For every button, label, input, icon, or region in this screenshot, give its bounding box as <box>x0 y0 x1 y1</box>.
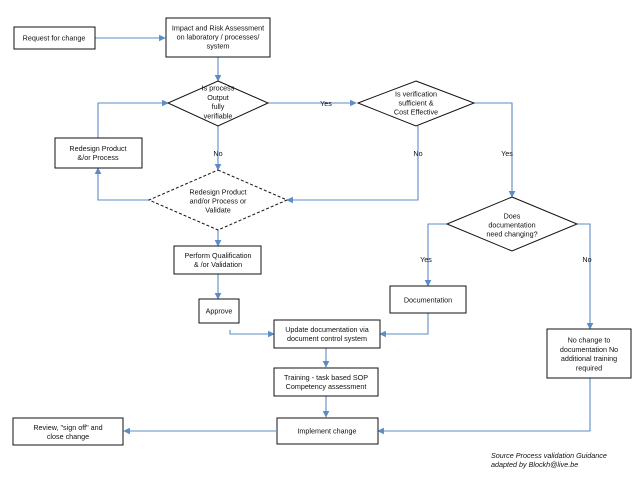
edge-label-yes-doc-change: Yes <box>420 255 432 264</box>
edge-label-no-doc-change: No <box>582 255 591 264</box>
edge-documentation-to-update-doc <box>379 313 429 338</box>
edge-verification-yes-to-doc-change <box>474 102 516 198</box>
node-text-line: Output <box>207 93 229 102</box>
node-text-line: on laboratory / processes/ <box>177 33 260 42</box>
edge-label-no-verification: No <box>413 149 422 158</box>
node-text-line: Cost Effective <box>394 108 438 117</box>
node-text-line: Validate <box>205 206 230 215</box>
node-perform-qualification: Perform Qualification& /or Validation <box>173 245 262 275</box>
node-text: Documentation <box>404 296 452 305</box>
node-text-line: Training - task based SOP <box>284 373 368 382</box>
node-request-for-change: Request for change <box>13 26 96 50</box>
node-text-line: Competency assessment <box>286 382 367 391</box>
edge-verification-no-to-redesign-diamond <box>286 126 419 204</box>
node-text-line: No change to <box>568 336 611 345</box>
edge-approve-to-update-doc <box>229 330 275 338</box>
node-text-line: verifiable <box>204 111 233 120</box>
node-text-line: document control system <box>287 334 367 343</box>
node-text-line: Does <box>504 211 521 220</box>
node-text-line: Source Process validation Guidance <box>491 451 607 460</box>
node-text-line: need changing? <box>486 230 537 239</box>
node-text: Implement change <box>297 427 356 436</box>
node-text-line: sufficient & <box>398 99 433 108</box>
node-text-line: adapted by Blockh@live.be <box>491 460 578 469</box>
edge-label-no-output-verifiable: No <box>213 149 222 158</box>
node-text-line: additional training <box>561 354 617 363</box>
edge-doc-change-no-to-no-change <box>577 223 594 330</box>
edge-redesign-diamond-to-redesign-box <box>94 167 150 201</box>
node-text-line: and/or Process or <box>190 197 247 206</box>
node-text-line: & /or Validation <box>194 260 242 269</box>
node-text-line: Request for change <box>23 34 86 43</box>
node-text-line: Approve <box>206 307 233 316</box>
node-text-line: fully <box>212 102 225 111</box>
node-text-line: Review, "sign off" and <box>33 423 102 432</box>
node-redesign-product: Redesign Product&/or Process <box>54 137 143 169</box>
node-documentation: Documentation <box>389 285 467 314</box>
node-text-line: Is verification <box>395 89 437 98</box>
node-text-line: close change <box>47 432 89 441</box>
node-text-line: Impact and Risk Assessment <box>172 23 264 32</box>
edge-label-yes-output-verifiable: Yes <box>320 99 332 108</box>
edge-no-change-to-implement <box>377 378 591 435</box>
edge-label-yes-verification: Yes <box>501 149 513 158</box>
node-text: Approve <box>206 307 233 316</box>
node-text: Redesign Product&/or Process <box>69 144 126 162</box>
edge-redesign-box-to-output-verifiable <box>97 99 169 138</box>
node-text-line: documentation No <box>560 345 618 354</box>
edge-doc-change-yes-to-documentation <box>424 223 447 287</box>
node-text-line: system <box>207 42 230 51</box>
node-text-line: Update documentation via <box>285 325 369 334</box>
node-text-line: &/or Process <box>77 153 119 162</box>
node-text-line: Implement change <box>297 427 356 436</box>
node-text-line: Documentation <box>404 296 452 305</box>
edges <box>94 34 594 435</box>
node-implement-change: Implement change <box>276 417 379 445</box>
node-text-line: Redesign Product <box>69 144 126 153</box>
node-text-line: Perform Qualification <box>184 251 251 260</box>
node-text-line: Is process <box>202 84 235 93</box>
edge-labels: Yes No No Yes Yes No <box>213 99 591 264</box>
node-text: Request for change <box>23 34 86 43</box>
node-approve: Approve <box>198 298 240 324</box>
node-text-line: required <box>576 363 602 372</box>
node-text-line: documentation <box>488 221 535 230</box>
node-text-line: Redesign Product <box>189 187 246 196</box>
node-text: Perform Qualification& /or Validation <box>184 251 251 269</box>
